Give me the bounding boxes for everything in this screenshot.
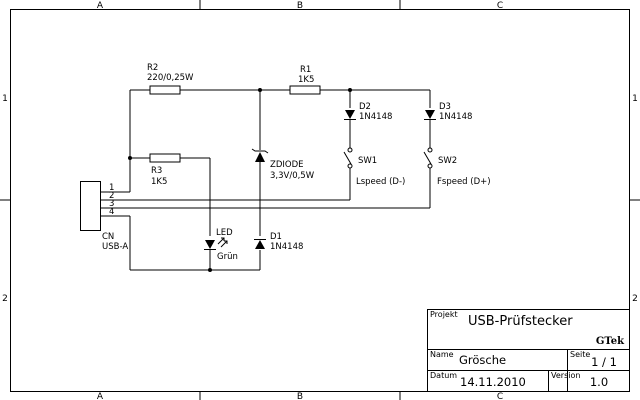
diode-d3: D3 1N4148: [424, 102, 472, 122]
grid-col-b-top: B: [297, 1, 303, 11]
name-label: Name: [430, 350, 454, 359]
sw1-label: Lspeed (D-): [356, 177, 405, 187]
brand-logo: GTek: [596, 336, 625, 347]
d3-ref: D3: [439, 102, 451, 112]
grid-row-2-left: 2: [2, 294, 8, 304]
led-value: Grün: [217, 252, 238, 262]
diode-d2: D2 1N4148: [344, 102, 392, 122]
grid-row-1-left: 1: [2, 94, 8, 104]
cn-pin-2: 2: [109, 191, 114, 201]
grid-col-c-top: C: [497, 1, 503, 11]
diode-d1: D1 1N4148: [254, 232, 303, 252]
switch-sw2: SW2 Fspeed (D+): [423, 147, 491, 187]
grid-col-c-bottom: C: [497, 392, 503, 400]
switch-sw1: SW1 Lspeed (D-): [343, 147, 405, 187]
date-value: 14.11.2010: [460, 375, 526, 389]
cn-pin-1: 1: [109, 183, 114, 193]
grid-row-2-right: 2: [632, 294, 638, 304]
d1-ref: D1: [270, 232, 282, 242]
cn-pin-3: 3: [109, 199, 114, 209]
page-label: Seite: [570, 350, 590, 359]
project-label: Projekt: [430, 310, 458, 319]
sw2-label: Fspeed (D+): [437, 177, 491, 187]
r2-ref: R2: [147, 63, 158, 73]
d2-ref: D2: [359, 102, 371, 112]
cn-ref: CN: [102, 232, 114, 242]
grid-col-a-top: A: [97, 1, 104, 11]
zdiode-ref: ZDIODE: [270, 160, 303, 170]
version-value: 1.0: [590, 375, 608, 389]
version-label: Version: [551, 371, 580, 380]
led-light-arrows-icon: [217, 237, 228, 248]
sw2-ref: SW2: [438, 156, 457, 166]
resistor-r2: R2 220/0,25W: [147, 63, 194, 95]
r2-value: 220/0,25W: [147, 73, 194, 83]
usb-connector: 1 2 3 4 CN USB-A: [80, 181, 128, 252]
cn-value: USB-A: [102, 242, 128, 252]
grid-row-1-right: 1: [632, 94, 638, 104]
zdiode-value: 3,3V/0,5W: [270, 171, 315, 181]
sw1-ref: SW1: [358, 156, 377, 166]
r3-value: 1K5: [151, 177, 167, 187]
date-label: Datum: [430, 371, 457, 380]
page-number: 1 / 1: [591, 355, 617, 369]
junctions: [128, 88, 352, 272]
led-ref: LED: [216, 228, 233, 238]
r3-ref: R3: [151, 166, 162, 176]
grid-col-a-bottom: A: [97, 392, 104, 400]
author-name: Grösche: [459, 353, 506, 367]
led: LED Grün: [204, 228, 238, 262]
wires: [100, 89, 431, 271]
project-title: USB-Prüfstecker: [468, 314, 573, 329]
zener-diode: ZDIODE 3,3V/0,5W: [251, 148, 315, 181]
r1-value: 1K5: [298, 75, 314, 85]
r1-ref: R1: [300, 65, 311, 75]
d1-value: 1N4148: [270, 242, 303, 252]
title-block: Projekt USB-Prüfstecker GTek Name Grösch…: [427, 309, 630, 392]
d2-value: 1N4148: [359, 112, 392, 122]
resistor-r1: R1 1K5: [289, 65, 321, 95]
grid-col-b-bottom: B: [297, 392, 303, 400]
resistor-r3: R3 1K5: [149, 153, 181, 187]
cn-pin-4: 4: [109, 207, 114, 217]
d3-value: 1N4148: [439, 112, 472, 122]
